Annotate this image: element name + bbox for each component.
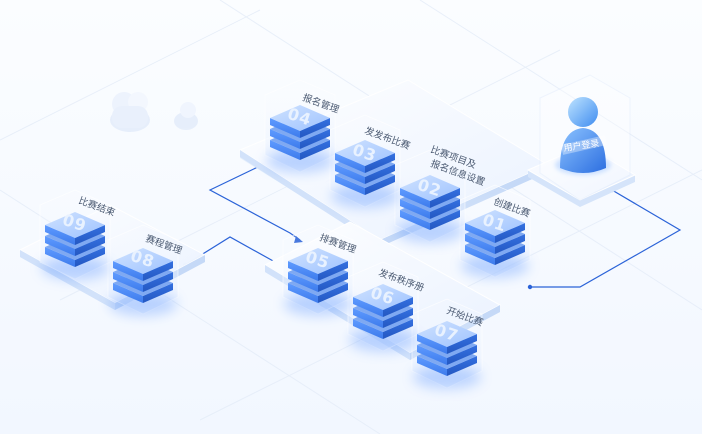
stack-07	[413, 321, 481, 389]
slab-left-face	[45, 236, 75, 256]
slab-right-face	[365, 175, 395, 195]
slab-left-face	[335, 153, 365, 173]
slab-left-face	[335, 164, 365, 184]
stack-glow	[396, 219, 464, 243]
slab-right-face	[430, 199, 460, 219]
slab-right-face	[318, 272, 348, 292]
stack-09	[41, 212, 109, 280]
cloud-icon-small	[174, 102, 198, 130]
slab-left-face	[288, 261, 318, 281]
stack-glow	[461, 254, 529, 278]
slab-left-face	[270, 118, 300, 138]
stack-glow	[349, 328, 417, 352]
slab-right-face	[75, 247, 105, 267]
slab-right-face	[143, 272, 173, 292]
slab-left-face	[417, 345, 447, 365]
slab-top-face	[288, 248, 348, 274]
slab-right-face	[430, 210, 460, 230]
slab-left-face	[335, 175, 365, 195]
slab-right-face	[383, 297, 413, 317]
slab-left-face	[417, 356, 447, 376]
slab-top-face	[45, 212, 105, 238]
user-icon-body	[560, 128, 606, 173]
slab-left-face	[270, 129, 300, 149]
stack-05	[284, 248, 352, 316]
slab-right-face	[75, 236, 105, 256]
slab-right-face	[383, 308, 413, 328]
slab-right-face	[300, 140, 330, 160]
slab-left-face	[113, 272, 143, 292]
slab-right-face	[318, 283, 348, 303]
slab-left-face	[465, 223, 495, 243]
slab-left-face	[417, 334, 447, 354]
stack-04	[266, 105, 334, 173]
slab-top-face	[270, 105, 330, 131]
slab-right-face	[365, 153, 395, 173]
stack-glow	[413, 365, 481, 389]
slab-right-face	[365, 164, 395, 184]
slab-left-face	[465, 245, 495, 265]
slab-right-face	[300, 118, 330, 138]
slab-top-face	[417, 321, 477, 347]
stack-glow	[109, 292, 177, 316]
slab-right-face	[430, 188, 460, 208]
slab-left-face	[45, 225, 75, 245]
slab-left-face	[288, 272, 318, 292]
slab-left-face	[353, 308, 383, 328]
slab-left-face	[400, 188, 430, 208]
slab-top-face	[400, 175, 460, 201]
slab-right-face	[447, 345, 477, 365]
slab-left-face	[400, 210, 430, 230]
slab-left-face	[465, 234, 495, 254]
slab-right-face	[447, 334, 477, 354]
stack-glow	[41, 256, 109, 280]
slab-top-face	[335, 140, 395, 166]
user-platform	[526, 74, 637, 207]
slab-right-face	[75, 225, 105, 245]
slab-left-face	[400, 199, 430, 219]
connector-user-to-01	[530, 189, 682, 288]
slab-left-face	[353, 319, 383, 339]
slab-right-face	[495, 234, 525, 254]
slab-left-face	[270, 140, 300, 160]
stack-02	[396, 175, 464, 243]
slab-top-face	[353, 284, 413, 310]
slab-left-face	[353, 297, 383, 317]
slab-top-face	[465, 210, 525, 236]
user-icon	[568, 97, 598, 127]
stack-glow	[284, 292, 352, 316]
cloud-icon	[110, 92, 150, 132]
stack-glow	[331, 184, 399, 208]
slab-left-face	[113, 283, 143, 303]
slab-top-face	[113, 248, 173, 274]
slab-right-face	[495, 223, 525, 243]
slab-right-face	[143, 261, 173, 281]
stack-03	[331, 140, 399, 208]
slab-right-face	[300, 129, 330, 149]
stack-06	[349, 284, 417, 352]
slab-right-face	[447, 356, 477, 376]
server-stacks	[41, 105, 529, 389]
slab-right-face	[318, 261, 348, 281]
stack-glow	[266, 149, 334, 173]
slab-left-face	[113, 261, 143, 281]
stack-08	[109, 248, 177, 316]
slab-right-face	[143, 283, 173, 303]
slab-left-face	[288, 283, 318, 303]
stack-01	[461, 210, 529, 278]
slab-right-face	[495, 245, 525, 265]
slab-left-face	[45, 247, 75, 267]
slab-right-face	[383, 319, 413, 339]
